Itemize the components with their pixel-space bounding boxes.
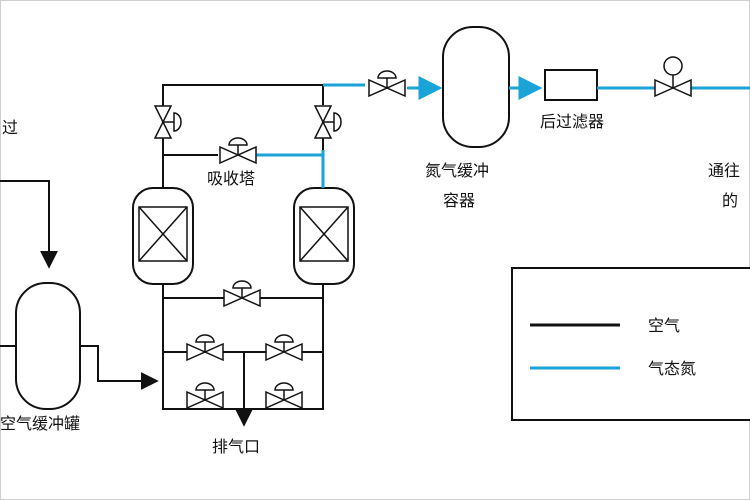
valve-top-left-icon [154, 105, 182, 139]
inlet-label-fragment: 过 [2, 118, 18, 137]
adsorption-tower-label: 吸收塔 [207, 169, 255, 188]
air-inlet-line [0, 180, 58, 269]
exhaust-port-label: 排气口 [212, 437, 260, 456]
legend [511, 267, 750, 421]
air-buffer-tank [15, 282, 81, 410]
air-buffer-tank-label: 空气缓冲罐 [0, 414, 80, 433]
valve-top-right-icon [314, 105, 342, 139]
nitrogen-buffer-vessel [442, 26, 510, 148]
adsorption-tower-right [293, 187, 355, 285]
legend-nitrogen-label: 气态氮 [648, 359, 696, 378]
valve-purge-icon [219, 137, 257, 164]
top-piping [162, 76, 443, 188]
tank-to-adsorber-line [0, 345, 159, 390]
after-filter [544, 69, 598, 101]
valve-exhaust-right-icon [265, 382, 303, 409]
valve-outlet-icon [368, 70, 406, 97]
valve-bottom-equalize-icon [223, 280, 261, 307]
adsorption-tower-left [132, 187, 194, 285]
nitrogen-buffer-label-line2: 容器 [443, 191, 475, 210]
valve-exhaust-left-icon [186, 382, 224, 409]
after-filter-label: 后过滤器 [540, 112, 604, 131]
valve-inlet-right-icon [265, 334, 303, 361]
outlet-label-line2: 的 [722, 191, 738, 210]
outlet-label-line1: 通往 [708, 161, 740, 180]
bottom-piping [162, 284, 324, 427]
nitrogen-buffer-label-line1: 氮气缓冲 [425, 161, 489, 180]
legend-air-label: 空气 [648, 316, 680, 335]
valve-inlet-left-icon [186, 334, 224, 361]
flow-meter-valve-icon [654, 56, 692, 98]
